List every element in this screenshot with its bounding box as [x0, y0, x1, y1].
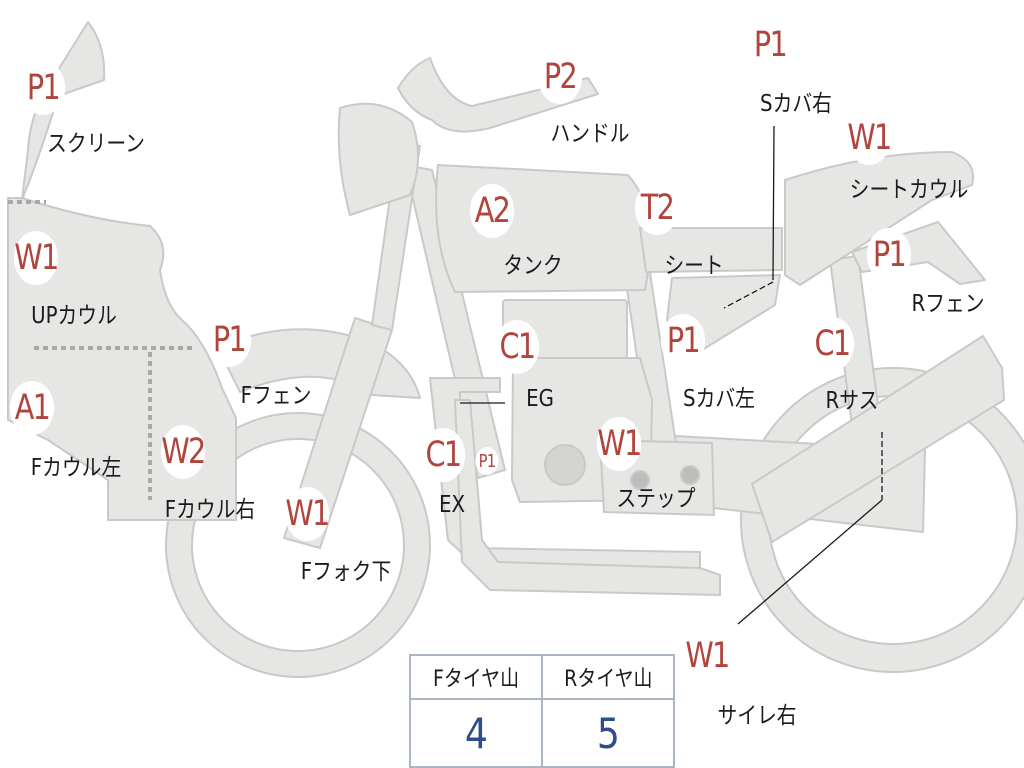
r-suspension-label: Rサス: [825, 388, 879, 414]
engine-cover: [544, 444, 586, 486]
f-fork-lower-grade-badge: W1: [284, 487, 330, 541]
seat: [639, 227, 783, 273]
exhaust-grade-badge: C1: [420, 428, 466, 482]
side-cover-left-grade-badge: P1: [660, 314, 706, 368]
front-tire-value: 4: [409, 698, 543, 768]
exhaust-pipe-lower: [454, 399, 721, 596]
front-wheel-hole: [191, 438, 405, 652]
front-tire-header: Fタイヤ山: [409, 654, 543, 700]
silencer: [751, 335, 1005, 543]
up-cowl-grade-badge: W1: [13, 231, 59, 285]
frame-downtube: [404, 164, 506, 479]
up-cowl-label: UPカウル: [31, 303, 117, 329]
tank-grade-badge: A2: [469, 184, 515, 238]
leader-side-cover-right: [772, 125, 775, 281]
seat-grade-badge: T2: [634, 181, 680, 235]
f-fender-grade-badge: P1: [206, 313, 252, 367]
f-cowl-left-grade-badge: A1: [9, 381, 55, 435]
side-cover-right-label: Sカバ右: [760, 91, 832, 117]
tire-tread-table: Fタイヤ山 Rタイヤ山 4 5: [409, 654, 675, 768]
handle-label: ハンドル: [550, 121, 630, 147]
step-peg-1: [630, 470, 650, 490]
exhaust-sub-grade-badge: P1: [475, 447, 499, 475]
r-fender-label: Rフェン: [911, 291, 985, 317]
step-grade-badge: W1: [596, 417, 642, 471]
step-peg-2: [680, 465, 700, 485]
f-cowl-right-grade-badge: W2: [160, 425, 206, 479]
f-cowl-right-label: Fカウル右: [164, 497, 256, 523]
silencer-right-label: サイレ右: [717, 703, 797, 729]
f-fork-lower-label: Fフォク下: [300, 559, 392, 585]
exhaust-pipes: [429, 377, 701, 571]
r-suspension-grade-badge: C1: [809, 317, 855, 371]
silencer-right-grade-badge: W1: [684, 629, 730, 683]
exhaust-label: EX: [438, 492, 466, 518]
screen-grade-badge: P1: [20, 61, 66, 115]
handlebar: [397, 57, 599, 133]
rear-tire-value: 5: [541, 698, 675, 768]
engine-grade-badge: C1: [494, 320, 540, 374]
step-label: ステップ: [616, 486, 696, 512]
f-cowl-left-label: Fカウル左: [30, 455, 122, 481]
tank-label: タンク: [503, 253, 563, 279]
side-cover-right-grade-badge: P1: [747, 18, 793, 72]
seat-cowl-label: シートカウル: [849, 177, 969, 203]
rear-fender: [851, 221, 986, 285]
seat-label: シート: [664, 253, 724, 279]
side-cover-left-label: Sカバ左: [683, 386, 755, 412]
tire-table-value-row: 4 5: [409, 698, 675, 768]
seat-cowl: [784, 151, 974, 286]
seat-cowl-grade-badge: W1: [846, 111, 892, 165]
r-fender-grade-badge: P1: [866, 228, 912, 282]
leader-side-cover-right-dash: [723, 281, 774, 309]
rear-tire-header: Rタイヤ山: [541, 654, 675, 700]
f-fender-label: Fフェン: [240, 383, 312, 409]
headlight: [337, 102, 420, 216]
engine-label: EG: [526, 386, 554, 412]
handle-grade-badge: P2: [537, 50, 583, 104]
leader-silencer-right-2: [737, 499, 883, 625]
tire-table-header-row: Fタイヤ山 Rタイヤ山: [409, 654, 675, 700]
screen-label: スクリーン: [47, 131, 145, 157]
